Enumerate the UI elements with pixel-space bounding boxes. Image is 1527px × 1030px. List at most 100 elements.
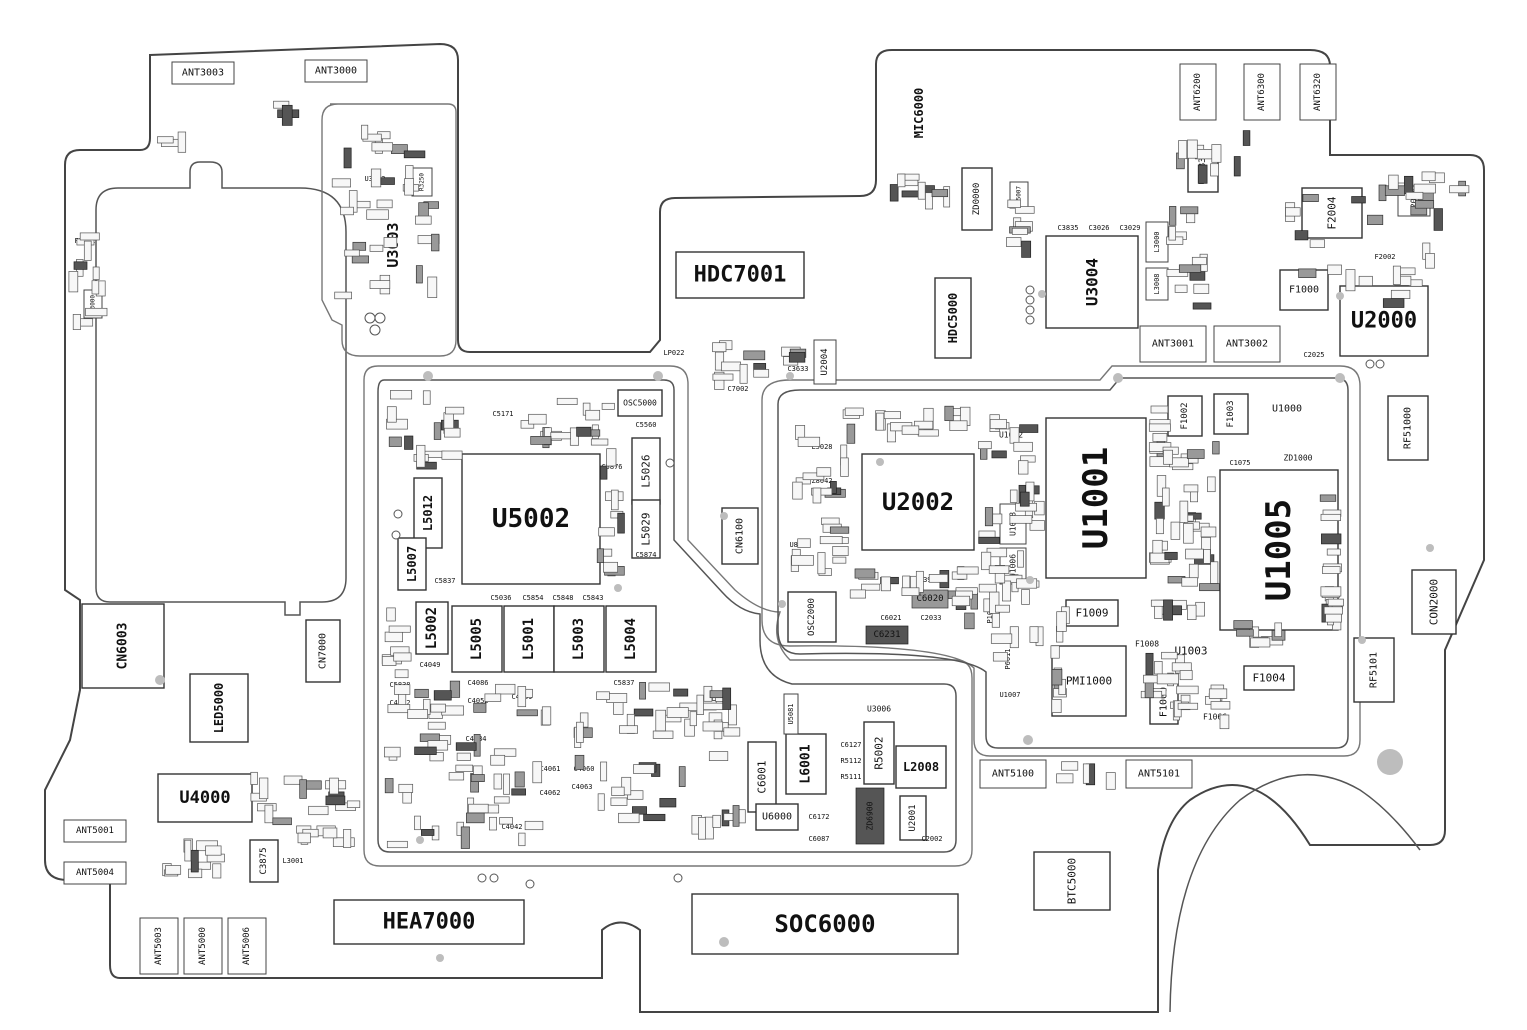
component-label: F1002 [1180,402,1190,429]
component-label: ANT3000 [315,66,357,77]
component-label: CN6100 [735,518,746,554]
component-label: L3008 [1153,273,1161,294]
component-ant5001: ANT5001 [63,819,127,843]
smd-pad [344,249,360,257]
component-mic6000: MIC6000 [912,88,926,139]
component-c5048: C5848 [552,594,573,602]
component-osc5000: OSC5000 [617,389,663,417]
component-label: C6172 [808,813,829,821]
component-r5002: R5002 [863,721,895,785]
smd-pad [380,177,395,185]
smd-pad [585,409,601,421]
component-label: C6001 [756,760,769,793]
component-c5037b: C5837 [613,679,634,687]
smd-pad [1168,226,1176,241]
smd-pad [1178,140,1188,160]
smd-pad [1358,275,1373,287]
smd-pad [1148,423,1171,432]
smd-pad [880,576,891,592]
component-label: C5843 [582,594,603,602]
component-label: U1007 [999,691,1020,699]
smd-pad [846,423,856,444]
smd-pad [1233,156,1241,177]
component-l3001: L3001 [282,857,303,865]
smd-pad [448,772,465,781]
smd-pad [346,800,361,808]
component-ant3001: ANT3001 [1139,325,1207,363]
smd-pad [407,709,428,719]
smd-pad [517,686,527,708]
component-body [1145,267,1169,301]
smd-pad [949,420,968,431]
component-body [631,437,661,505]
smd-pad [386,840,408,849]
component-label: C4042 [501,823,522,831]
smd-pad [995,604,1010,613]
smd-pad [1405,191,1424,200]
smd-pad [157,136,174,144]
component-body [1065,599,1119,627]
component-label: F2000 [1410,189,1419,213]
smd-pad [944,405,954,421]
smd-pad [259,777,269,800]
test-point-ring [1025,285,1035,295]
smd-pad [689,711,697,727]
component-label: PMI1000 [1066,675,1112,688]
smd-pad [1210,701,1231,710]
component-l5026: L5026 [631,437,661,505]
component-body [721,507,759,565]
component-label: L5004 [623,618,639,660]
component-label: U1003 [1174,645,1207,658]
smd-pad [956,566,979,575]
component-body [1219,469,1339,631]
component-body [1213,393,1249,435]
smd-pad [632,806,647,815]
smd-pad [1186,449,1205,459]
component-label: C6021 [880,614,901,622]
smd-pad [797,538,811,548]
smd-pad [1345,269,1356,292]
smd-pad [1009,515,1033,524]
smd-pad [788,352,806,363]
component-l2008: L2008 [895,745,947,789]
component-c3035: C3835 [1057,224,1078,232]
smd-pad [184,839,192,862]
shield-center-inner [377,379,957,853]
component-u3004: U3004 [1045,235,1139,329]
test-point-ring [665,458,675,468]
smd-pad [455,742,477,751]
smd-pad [1191,256,1207,266]
component-rf5101: RF5101 [1353,637,1395,703]
smd-pad [981,551,992,571]
component-c6231: C6231 [865,625,909,645]
component-hdc5000: HDC5000 [934,277,972,359]
component-f1000_top: F1000 [1279,269,1329,311]
component-l3008: L3008 [1145,267,1169,301]
smd-pad [371,142,393,152]
smd-pad [684,718,695,737]
smd-pad [532,761,543,784]
smd-pad [1179,500,1189,523]
smd-pad [984,507,994,527]
component-u2002: U2002 [861,453,975,551]
component-body [899,795,927,841]
component-l5005: L5005 [451,605,503,673]
smd-pad [386,418,408,430]
smd-pad [388,436,402,447]
component-label: F1000 [1289,285,1319,296]
smd-pad [1178,264,1202,273]
component-c5876: C5876 [601,463,622,471]
component-body [305,619,341,683]
component-label: C6231 [873,630,900,640]
component-ant5003: ANT5003 [139,917,179,975]
component-body [1033,851,1111,911]
component-c2025: C2025 [1303,351,1324,359]
smd-pad [514,771,525,788]
fiducial-dot [614,584,622,592]
smd-pad [992,652,1008,662]
component-body [855,787,885,845]
component-label: C3029 [1119,224,1140,232]
smd-pad [1210,163,1219,177]
smd-pad [639,682,646,700]
smd-pad [600,465,608,480]
